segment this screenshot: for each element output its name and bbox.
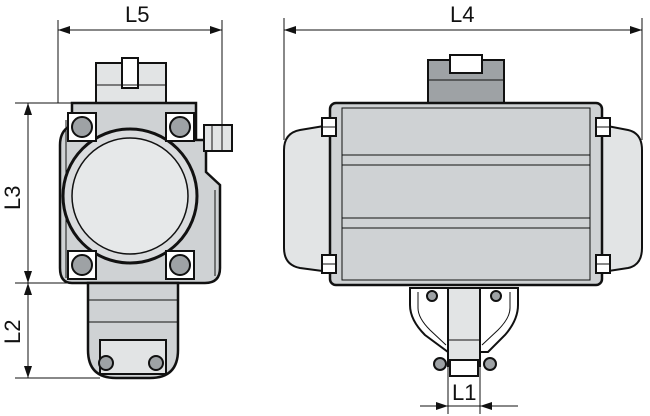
front-view xyxy=(283,54,643,377)
dimension-l3: L3 xyxy=(0,102,88,284)
side-view xyxy=(58,57,233,380)
output-shaft xyxy=(447,287,481,367)
side-port xyxy=(203,124,233,152)
corner-bolt-icon xyxy=(67,112,97,142)
end-cap-right xyxy=(601,123,643,274)
label-l1: L1 xyxy=(452,380,476,405)
corner-bolt-icon xyxy=(165,250,195,280)
tie-rod-nut-icon xyxy=(595,254,611,274)
dimension-l2: L2 xyxy=(0,283,100,379)
tie-rod-nut-icon xyxy=(595,117,611,137)
label-l5: L5 xyxy=(125,2,149,27)
corner-bolt-icon xyxy=(67,250,97,280)
end-cap-left xyxy=(283,123,331,274)
dimension-l1: L1 xyxy=(420,366,518,414)
label-l2: L2 xyxy=(0,320,25,344)
corner-bolt-icon xyxy=(165,112,195,142)
dimension-l4: L4 xyxy=(283,2,643,140)
tie-rod-nut-icon xyxy=(321,254,337,274)
tie-rod-nut-icon xyxy=(321,117,337,137)
label-l4: L4 xyxy=(450,2,474,27)
label-l3: L3 xyxy=(0,186,25,210)
cylinder-body xyxy=(328,101,604,287)
dimension-l5: L5 xyxy=(57,2,223,128)
